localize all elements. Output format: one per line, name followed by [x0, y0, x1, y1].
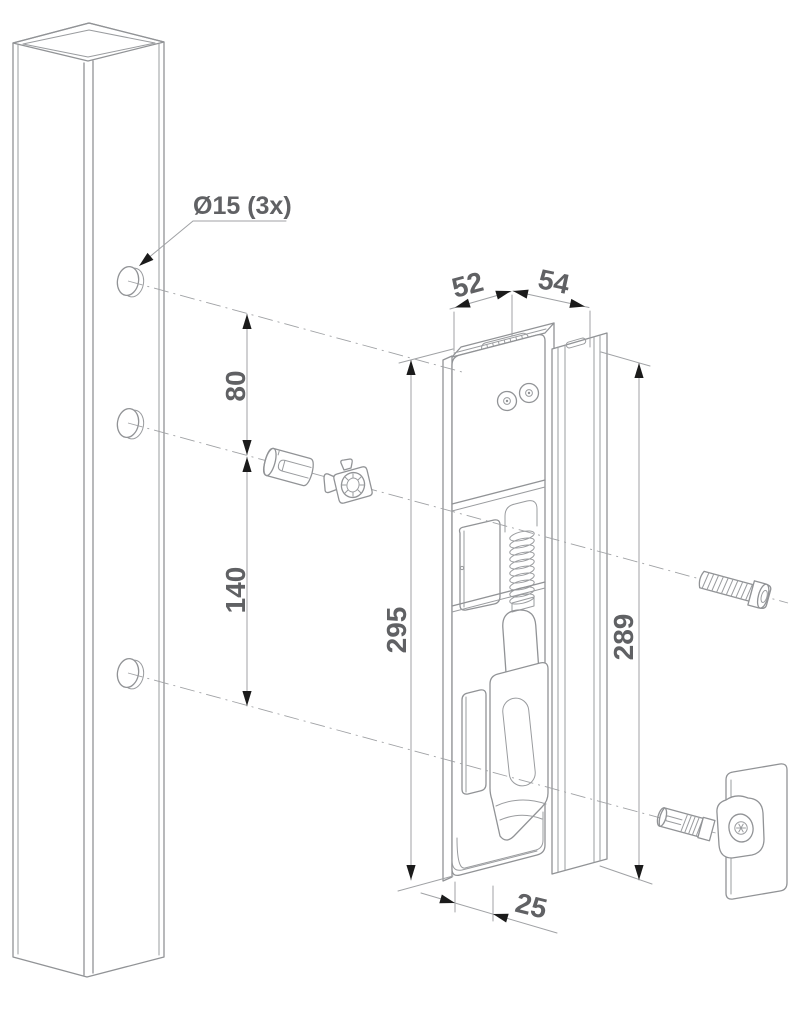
- dim-profile-width: 54: [512, 263, 591, 348]
- square-post: [12, 22, 165, 978]
- spring: [509, 530, 535, 613]
- lock-left-face: [442, 355, 453, 882]
- fixing-screw: [698, 570, 772, 610]
- latch-piece: [458, 519, 501, 611]
- dim-label-25: 25: [512, 887, 550, 925]
- gate-profile-rail: [551, 332, 608, 875]
- wall-plate-stop: [656, 763, 788, 900]
- hole-callout-label: Ø15 (3x): [193, 192, 292, 220]
- surface-mounted-lock-keep: [442, 322, 555, 882]
- screw-bosses: [496, 382, 540, 412]
- dim-label-54: 54: [536, 263, 573, 300]
- dim-body-width: 52: [448, 266, 513, 352]
- dim-hole-pitch-upper: 80: [220, 313, 252, 456]
- dim-body-height: 295: [381, 348, 454, 892]
- rail-top-slot: [565, 337, 587, 349]
- torx-screw-head: [734, 821, 748, 835]
- post-hole-middle: [116, 407, 145, 440]
- bracket-boss: [728, 813, 754, 843]
- spacer-sleeve: [262, 447, 314, 487]
- centerline-bottom-hole: [127, 672, 746, 842]
- keeper-catch: [456, 661, 549, 869]
- centerline-middle-hole: [127, 422, 789, 604]
- spring-housing: [504, 500, 538, 533]
- insert-nut: [323, 458, 373, 504]
- dim-profile-height: 289: [599, 351, 653, 885]
- dim-label-295: 295: [381, 607, 412, 654]
- dim-hole-pitch-lower: 140: [220, 456, 252, 707]
- dim-body-depth: 25: [420, 881, 558, 934]
- centerline-top-hole: [127, 280, 463, 373]
- hole-callout-leader: [140, 220, 287, 265]
- dim-label-289: 289: [608, 614, 639, 661]
- threaded-pin: [656, 807, 716, 842]
- dim-label-140: 140: [220, 567, 251, 614]
- dim-label-52: 52: [448, 266, 486, 304]
- dim-label-80: 80: [220, 370, 251, 401]
- hole-callout: Ø15 (3x): [136, 192, 292, 270]
